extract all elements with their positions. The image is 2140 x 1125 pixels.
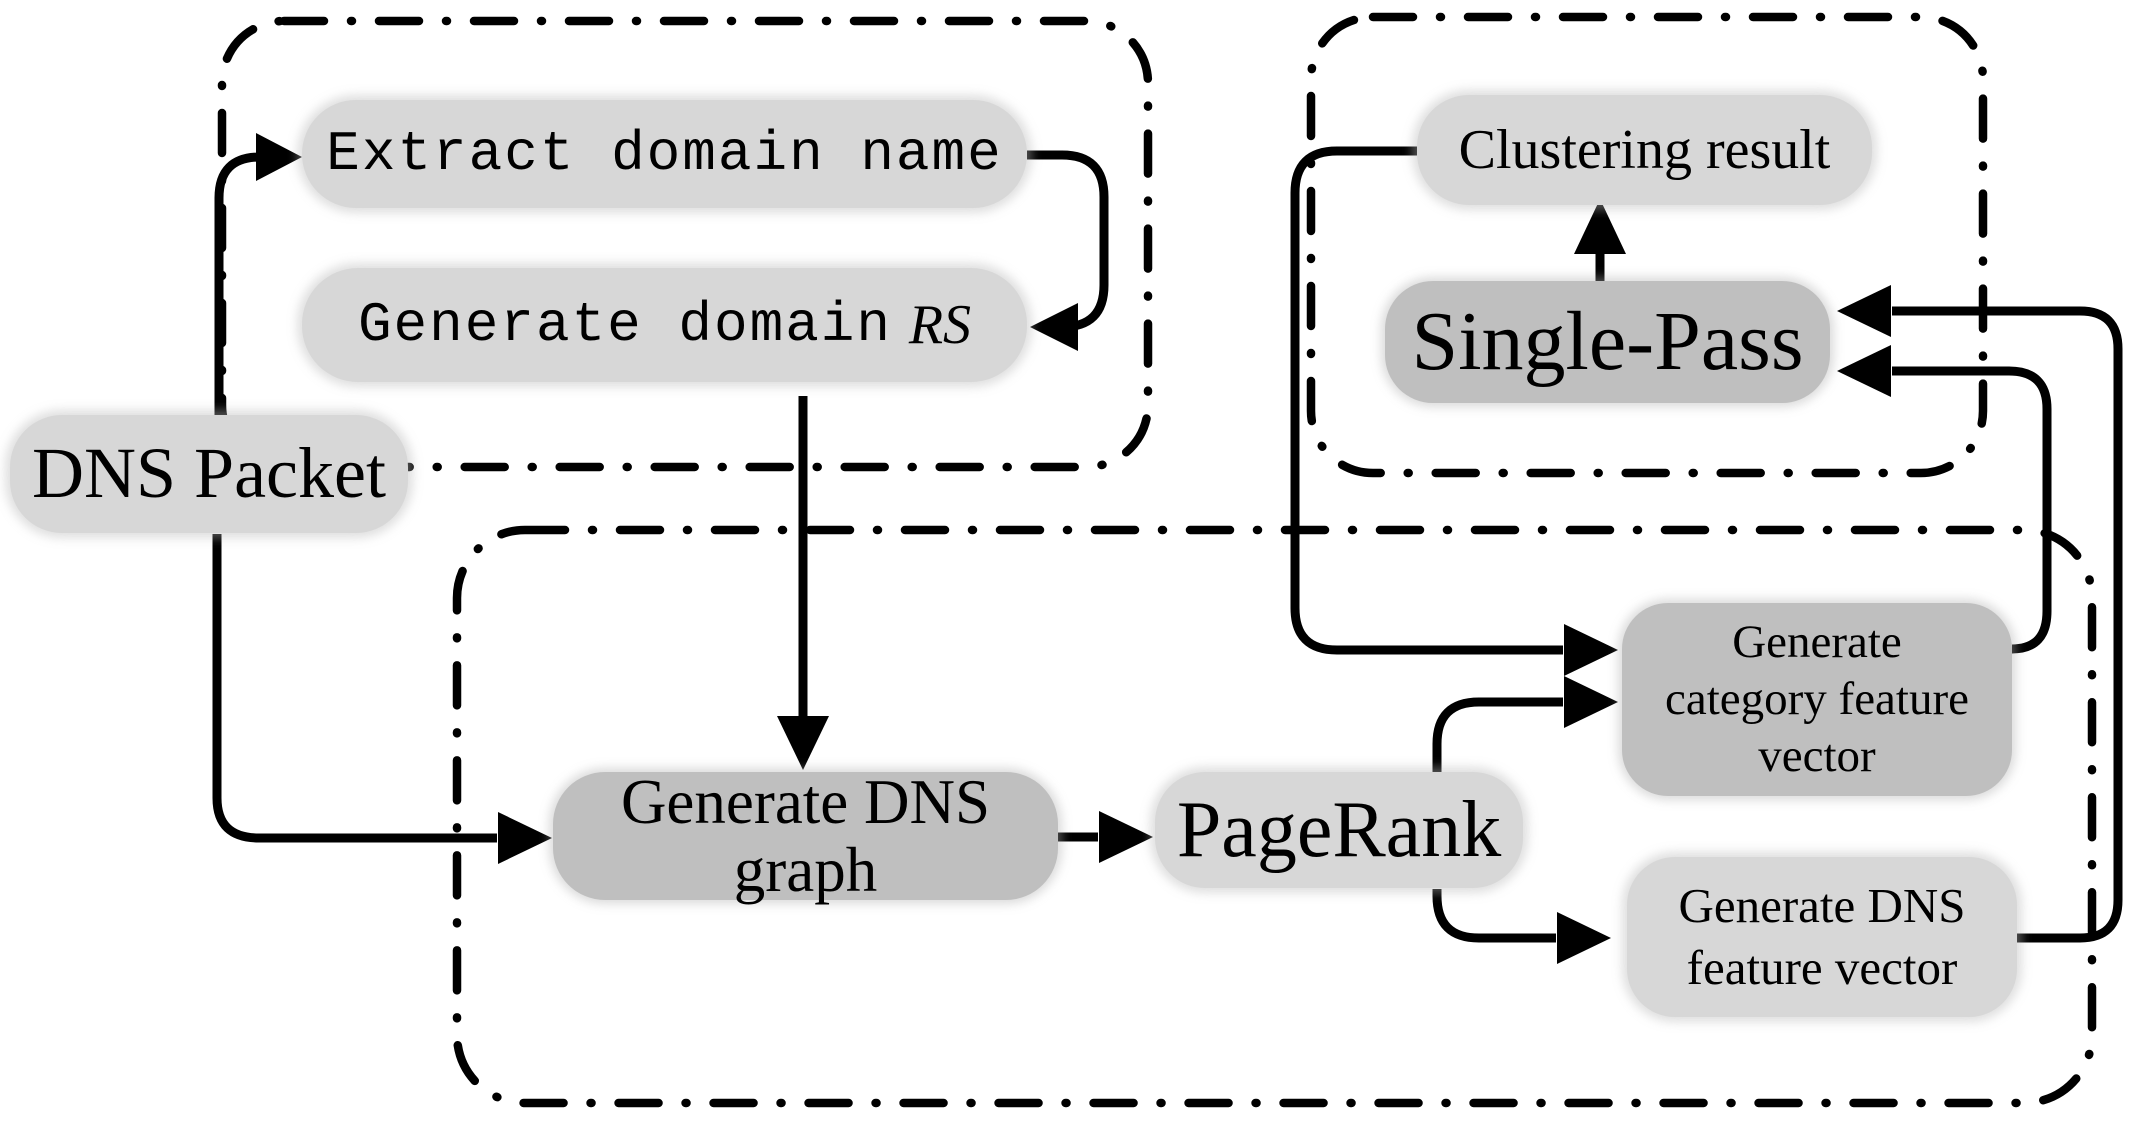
edge-dns-packet-to-dns-graph bbox=[212, 534, 497, 843]
arrowhead-into-dns-graph-left bbox=[498, 812, 552, 864]
arrowhead-into-clustering-result bbox=[1574, 199, 1626, 254]
edge-pagerank-to-dns-vector bbox=[1432, 889, 1556, 943]
arrowhead-into-pagerank bbox=[1099, 811, 1153, 863]
arrowhead-into-single-pass-lower bbox=[1837, 345, 1891, 397]
arrowhead-into-single-pass-upper bbox=[1837, 285, 1891, 337]
node-generate-dns-feature-vector: Generate DNS feature vector bbox=[1627, 857, 2017, 1017]
node-extract-domain-name: Extract domain name bbox=[302, 100, 1027, 208]
node-generate-dns-graph: Generate DNS graph bbox=[553, 768, 1058, 904]
arrowhead-into-generate-rs bbox=[1030, 303, 1078, 351]
arrowhead-into-category-vector-lower bbox=[1564, 676, 1618, 728]
edge-category-vector-to-single-pass bbox=[1892, 366, 2052, 654]
node-clustering-result: Clustering result bbox=[1417, 95, 1872, 205]
node-pagerank: PageRank bbox=[1155, 772, 1523, 888]
arrowhead-into-dns-graph-top bbox=[777, 716, 829, 770]
node-generate-dns-feature-vector-line2: feature vector bbox=[1686, 940, 1958, 995]
node-pagerank-label: PageRank bbox=[1176, 785, 1502, 874]
node-extract-domain-name-label: Extract domain name bbox=[326, 121, 1003, 186]
edge-clustering-result-to-category-vector bbox=[1290, 146, 1563, 655]
node-single-pass-label: Single-Pass bbox=[1411, 294, 1804, 388]
edge-dns-packet-to-extract bbox=[214, 152, 262, 416]
node-generate-category-feature-vector-line3: vector bbox=[1758, 730, 1876, 783]
node-generate-category-feature-vector-line1: Generate bbox=[1732, 615, 1902, 668]
node-generate-category-feature-vector-line2: category feature bbox=[1665, 672, 1969, 725]
node-single-pass: Single-Pass bbox=[1385, 281, 1830, 403]
edge-extract-to-generate-rs bbox=[1027, 150, 1109, 332]
node-generate-domain-rs-label-italic: RS bbox=[908, 293, 972, 356]
node-dns-packet: DNS Packet bbox=[10, 415, 408, 533]
container-graph-features bbox=[452, 525, 2097, 1108]
node-generate-dns-graph-line1: Generate DNS bbox=[620, 766, 991, 837]
node-dns-packet-label: DNS Packet bbox=[32, 433, 386, 514]
arrowhead-into-dns-vector bbox=[1557, 912, 1611, 964]
edge-pagerank-to-category-vector bbox=[1432, 697, 1563, 772]
node-generate-dns-feature-vector-line1: Generate DNS bbox=[1678, 878, 1966, 934]
arrowhead-into-category-vector-upper bbox=[1564, 624, 1618, 676]
container-domain-preprocessing bbox=[217, 16, 1153, 472]
node-generate-dns-graph-line2: graph bbox=[733, 835, 878, 905]
node-clustering-result-label: Clustering result bbox=[1458, 118, 1831, 181]
node-generate-domain-rs-label: Generate domain bbox=[357, 292, 893, 357]
container-clustering bbox=[1306, 12, 1988, 478]
edge-dns-vector-to-single-pass bbox=[1892, 306, 2123, 943]
arrowhead-into-extract bbox=[256, 133, 302, 181]
node-generate-category-feature-vector: Generate category feature vector bbox=[1622, 603, 2012, 796]
